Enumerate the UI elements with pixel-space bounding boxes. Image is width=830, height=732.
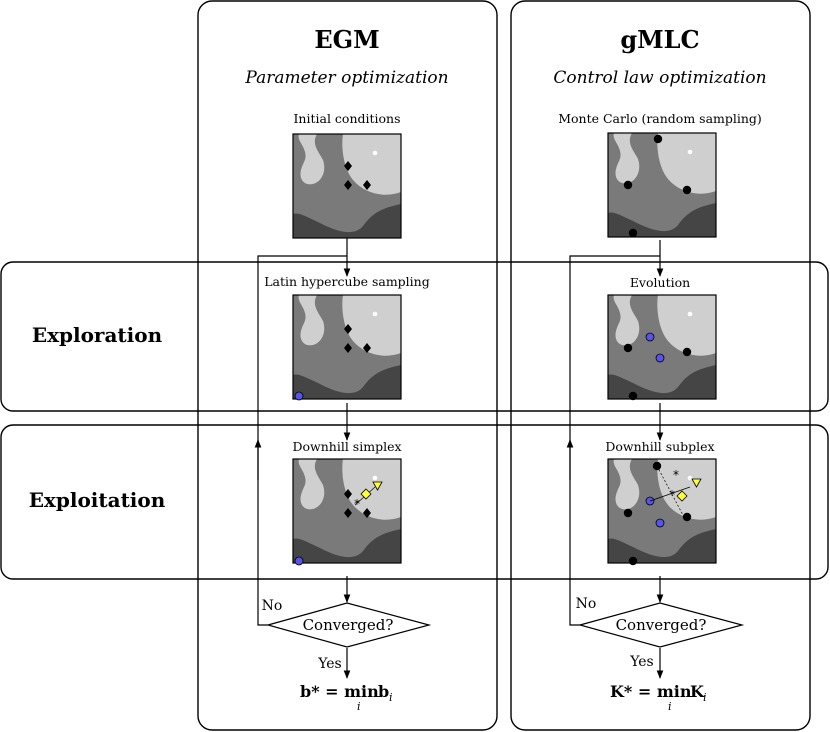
egm-panel-1-caption: Initial conditions [293, 111, 400, 126]
sample-diamond [344, 324, 352, 334]
egm-yes-label: Yes [317, 656, 342, 672]
egm-panel-2-caption: Latin hypercube sampling [264, 274, 429, 289]
gmlc-result-index: i [668, 700, 672, 713]
sample-diamond [344, 489, 352, 499]
exploration-label: Exploration [32, 323, 163, 347]
gmlc-panel-1-caption: Monte Carlo (random sampling) [558, 111, 762, 126]
sample-diamond [344, 161, 352, 171]
centroid-star-icon: * [673, 468, 679, 482]
gmlc-result-lhs: K* = min [610, 682, 692, 701]
gmlc-decision-label: Converged? [616, 616, 707, 634]
gmlc-panel-3-caption: Downhill subplex [605, 439, 714, 454]
gmlc-panel-downhill-subplex: * * [607, 458, 717, 566]
exploitation-band-frame [0, 424, 829, 580]
gmlc-no-label: No [576, 596, 597, 612]
gmlc-column-frame [510, 0, 811, 731]
egm-result-rhs: b [378, 682, 389, 701]
gmlc-panel-evolution [607, 294, 717, 401]
egm-panel-initial-conditions [292, 133, 402, 239]
gmlc-yes-label: Yes [629, 654, 654, 670]
egm-no-label: No [262, 598, 283, 614]
exploitation-label: Exploitation [29, 488, 166, 512]
egm-result-lhs: b* = min [300, 682, 379, 701]
gmlc-panel-2-caption: Evolution [630, 275, 690, 290]
gmlc-panel-monte-carlo [607, 132, 717, 238]
gmlc-decision-diamond [577, 602, 745, 648]
egm-title: EGM [314, 25, 379, 54]
yellow-triangle [372, 481, 383, 491]
sample-diamond [344, 508, 352, 518]
centroid-star-icon: * [354, 497, 360, 511]
new-sample-dot [294, 391, 304, 401]
new-sample-dot [294, 556, 304, 566]
gmlc-result-rhs-sub: i [703, 691, 707, 704]
egm-result-formula: b* = min i b i [300, 682, 393, 713]
sample-diamond [363, 180, 371, 190]
gmlc-result-rhs: K [690, 682, 705, 701]
centroid-star-icon: * [669, 488, 675, 502]
egm-panel-downhill-simplex: * [292, 458, 402, 566]
egm-panel-latin-hypercube [292, 294, 402, 401]
egm-subtitle: Parameter optimization [244, 68, 448, 88]
yellow-diamond [360, 488, 372, 500]
egm-decision-diamond [265, 602, 432, 648]
sample-diamond [344, 343, 352, 353]
gmlc-result-formula: K* = min i K i [610, 682, 707, 713]
egm-panel-3-caption: Downhill simplex [292, 439, 401, 454]
gmlc-subtitle: Control law optimization [553, 68, 766, 88]
egm-result-index: i [357, 700, 361, 713]
gmlc-title: gMLC [620, 25, 699, 54]
egm-decision-label: Converged? [303, 616, 394, 634]
egm-column-frame [197, 0, 498, 731]
sample-diamond [344, 180, 352, 190]
sample-diamond [363, 508, 371, 518]
sample-diamond [363, 343, 371, 353]
exploration-band-frame [0, 261, 829, 412]
egm-result-rhs-sub: i [389, 691, 393, 704]
